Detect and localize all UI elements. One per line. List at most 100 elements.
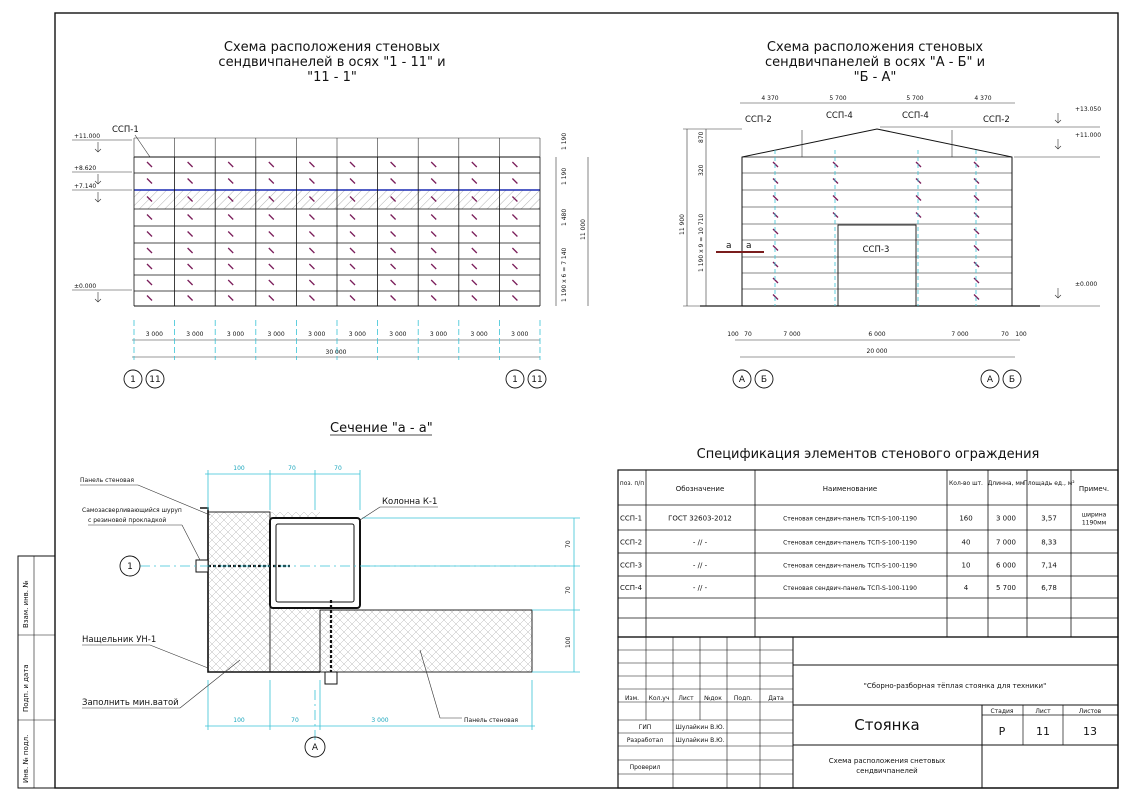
callout-column-k1: Колонна К-1: [382, 497, 437, 507]
callout-mineral-wool: Заполнить мин.ватой: [82, 698, 179, 708]
svg-text:100: 100: [727, 331, 739, 338]
fastener-mark: [187, 214, 194, 220]
stamp-col-head: Подп.: [734, 695, 752, 702]
fastener-mark: [146, 263, 153, 270]
fastener-mark: [973, 228, 980, 235]
axis-bubble-1-left: [123, 369, 143, 389]
svg-text:7 000: 7 000: [783, 331, 800, 338]
sheet-frame: [54, 12, 1119, 789]
svg-text:Обозначение: Обозначение: [676, 485, 725, 493]
spec-cell: Стеновая сендвич-панель ТСП-S-100-1190: [783, 540, 917, 547]
section-axis-bubble-a: [304, 736, 326, 758]
fastener-mark: [268, 247, 275, 254]
fastener-mark: [471, 178, 478, 184]
spec-cell: 4: [964, 584, 969, 592]
spec-cell: - // -: [693, 584, 708, 592]
fastener-mark: [390, 279, 397, 286]
section-axis-bubble-1: [119, 555, 141, 577]
dim-1190x6: 1 190 х 6 = 7 140: [561, 247, 568, 302]
fastener-mark: [973, 212, 980, 218]
stamp-col-head: №док: [704, 695, 722, 702]
fastener-mark: [390, 263, 397, 270]
cut-mark-a-left: а: [726, 241, 732, 251]
left-elevation: ССП-1 +11.000 +8.620 +7.140 ±0.000 30 00…: [72, 125, 589, 389]
wall-panel-rows: [742, 150, 1012, 306]
fastener-mark: [832, 195, 839, 201]
callout-screw-2: с резиновой прокладкой: [88, 517, 166, 524]
axis-bubble-11-left: [145, 369, 165, 389]
spec-cell: 160: [959, 515, 972, 523]
fastener-mark: [308, 295, 315, 301]
fastener-mark: [308, 161, 315, 168]
svg-text:70: 70: [288, 465, 296, 472]
stamp-person: Шулайкин В.Ю.: [675, 737, 724, 744]
fastener-mark: [915, 195, 922, 201]
fastener-mark: [227, 214, 234, 220]
fastener-mark: [227, 295, 234, 301]
svg-text:3 000: 3 000: [371, 717, 388, 724]
bay-dim: 3 000: [268, 331, 285, 338]
right-elevation: ССП-3 ССП-2 ССП-4 ССП-4 ССП-2 4 370 5 70…: [679, 95, 1101, 389]
stamp-col-head: Дата: [768, 695, 784, 702]
sheet-title-1: Схема расположения снетовых: [829, 757, 945, 765]
svg-text:Длинна, мм: Длинна, мм: [988, 480, 1025, 487]
fastener-mark: [471, 196, 478, 202]
spec-cell: 7,14: [1041, 562, 1057, 570]
spec-cell: Стеновая сендвич-панель ТСП-S-100-1190: [783, 585, 917, 592]
panel-label-ssp3: ССП-3: [863, 245, 890, 255]
flashing-un1: [200, 507, 320, 673]
fastener-mark: [915, 212, 922, 218]
side-sign-label: Подп. и дата: [22, 664, 30, 712]
fastener-mark: [832, 161, 839, 168]
fastener-mark: [187, 295, 194, 301]
fastener-mark: [973, 261, 980, 268]
fastener-mark: [390, 247, 397, 254]
fastener-mark: [349, 263, 356, 270]
fastener-mark: [772, 212, 779, 218]
panel-label-ssp4-right: ССП-4: [902, 111, 929, 121]
svg-text:100: 100: [565, 636, 572, 648]
fastener-mark: [187, 247, 194, 254]
bay-dim: 3 000: [308, 331, 325, 338]
svg-text:100: 100: [233, 465, 245, 472]
axis-bubble-11-right: [527, 369, 547, 389]
side-stamp: Инв. № подл. Подп. и дата Взам. инв. №: [17, 555, 56, 789]
stamp-col-head: Лист: [678, 695, 694, 702]
fastener-mark: [227, 247, 234, 254]
svg-text:1: 1: [127, 562, 133, 572]
bay-dim: 3 000: [349, 331, 366, 338]
fastener-mark: [146, 196, 153, 202]
fastener-mark: [308, 214, 315, 220]
spec-cell: 3,57: [1041, 515, 1057, 523]
svg-text:Кол-во шт.: Кол-во шт.: [949, 480, 983, 487]
spec-table: Спецификация элементов стенового огражде…: [617, 447, 1119, 638]
fastener-mark: [349, 214, 356, 220]
callout-wall-panel-2: Панель стеновая: [464, 717, 518, 724]
dim-320: 320: [698, 164, 705, 176]
vertical-wall-panel: [207, 511, 271, 673]
right-view-title: Схема расположения стеновых сендвичпанел…: [765, 40, 985, 85]
svg-text:11: 11: [149, 375, 160, 385]
bay-dim: 3 000: [430, 331, 447, 338]
stamp-role: Разработал: [627, 737, 664, 744]
spec-cell: ССП-3: [620, 562, 642, 570]
fastener-mark: [772, 277, 779, 284]
section-a-a: Сечение "а - а" 1 А 100 70 70: [80, 421, 580, 758]
axis-bubble-b-left: [754, 369, 774, 389]
fastener-mark: [227, 161, 234, 168]
spec-cell: Стеновая сендвич-панель ТСП-S-100-1190: [783, 516, 917, 523]
fastener-mark: [772, 161, 779, 168]
level-11000: +11.000: [74, 133, 100, 140]
fastener-mark: [973, 178, 980, 184]
fastener-mark: [187, 178, 194, 184]
spec-cell: ССП-1: [620, 515, 642, 523]
dim-1190-top: 1 190: [561, 133, 568, 150]
fastener-mark: [308, 263, 315, 270]
fastener-mark: [973, 195, 980, 201]
spec-cell-note: 1190мм: [1082, 520, 1106, 527]
project-name: "Сборно-разборная тёплая стоянка для тех…: [864, 682, 1047, 690]
panel-label-ssp1: ССП-1: [112, 125, 139, 135]
fastener-mark: [349, 295, 356, 301]
spec-cell: ССП-2: [620, 539, 642, 547]
axis-bubble-b-right: [1002, 369, 1022, 389]
